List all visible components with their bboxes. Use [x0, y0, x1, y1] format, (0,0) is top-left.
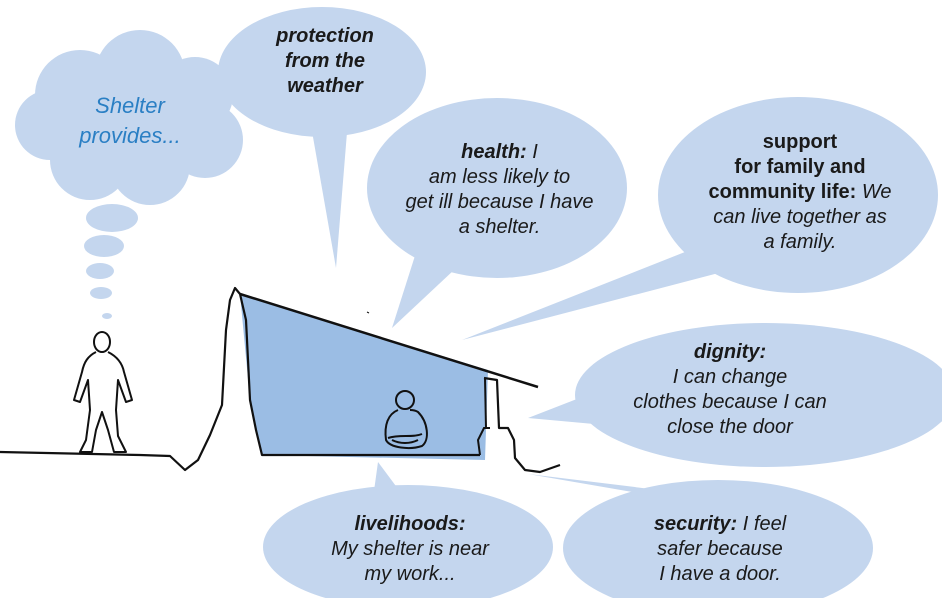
door-post [484, 378, 560, 472]
shelter-wall [240, 294, 488, 460]
weather-line3: weather [240, 74, 410, 99]
support-text: support for family and community life: W… [675, 130, 925, 255]
livelihoods-line1: My shelter is near [290, 537, 530, 562]
support-tail: We [856, 181, 891, 203]
support-line4: can live together as [675, 205, 925, 230]
security-line2: safer because [605, 537, 835, 562]
livelihoods-line2: my work... [290, 562, 530, 587]
support-line2: for family and [675, 155, 925, 180]
livelihoods-heading: livelihoods: [290, 512, 530, 537]
dignity-heading: dignity: [580, 340, 880, 365]
thought-line2: provides... [40, 121, 220, 151]
dignity-text: dignity: I can change clothes because I … [580, 340, 880, 440]
security-line3: I have a door. [605, 562, 835, 587]
weather-text: protection from the weather [240, 24, 410, 99]
support-heading: community life: [709, 181, 857, 203]
health-line1: I [527, 141, 538, 163]
health-line2: am less likely to [377, 165, 622, 190]
dignity-line1: I can change [580, 365, 880, 390]
weather-line2: from the [240, 49, 410, 74]
security-heading: security: [654, 513, 737, 535]
health-line3: get ill because I have [377, 190, 622, 215]
standing-person-icon [74, 332, 132, 452]
health-line4: a shelter. [377, 215, 622, 240]
thought-line1: Shelter [40, 91, 220, 121]
thought-trail [84, 204, 138, 319]
dignity-line2: clothes because I can [580, 390, 880, 415]
weather-line1: protection [240, 24, 410, 49]
health-heading: health: [461, 141, 527, 163]
thought-text: Shelter provides... [40, 91, 220, 151]
livelihoods-text: livelihoods: My shelter is near my work.… [290, 512, 530, 587]
dignity-line3: close the door [580, 415, 880, 440]
support-line5: a family. [675, 230, 925, 255]
security-line1: I feel [737, 513, 786, 535]
health-text: health: I am less likely to get ill beca… [377, 140, 622, 240]
security-text: security: I feel safer because I have a … [605, 512, 835, 587]
support-line1: support [675, 130, 925, 155]
